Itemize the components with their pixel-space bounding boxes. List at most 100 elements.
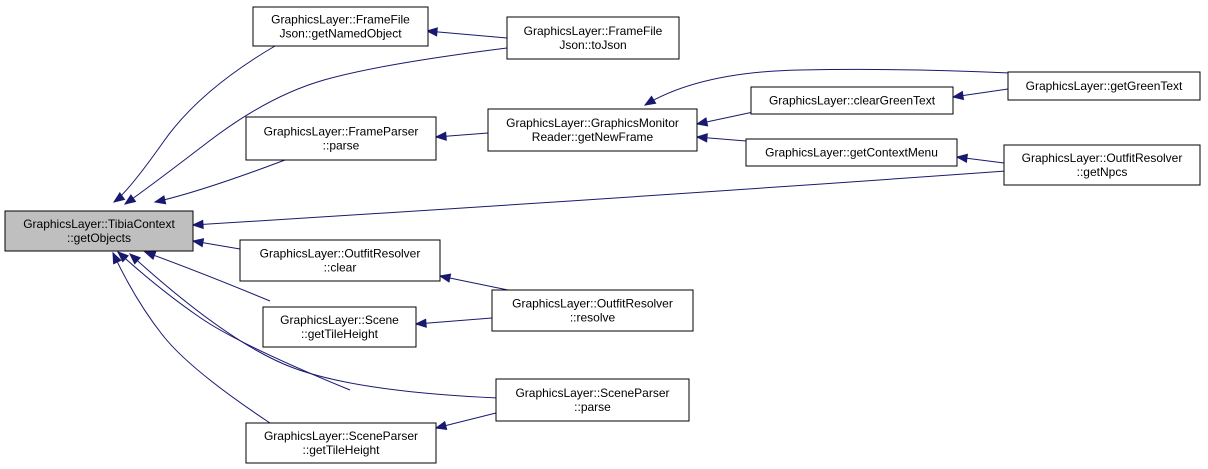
node-getContextMenu[interactable]: GraphicsLayer::getContextMenu: [745, 138, 958, 167]
node-box: [495, 378, 690, 422]
call-edge-outfitResolve-to-outfitClear: [438, 273, 509, 291]
node-sceneGetTileHeight[interactable]: GraphicsLayer::Scene::getTileHeight: [262, 306, 417, 348]
node-label-line: Reader::getNewFrame: [532, 130, 654, 144]
node-label-line: GraphicsLayer::FrameParser: [264, 125, 419, 139]
edge-line: [129, 253, 499, 399]
node-box: [745, 138, 958, 167]
node-box: [506, 16, 680, 60]
node-label-line: GraphicsLayer::OutfitResolver: [260, 247, 421, 261]
arrowhead-icon: [425, 27, 438, 37]
node-label-line: GraphicsLayer::OutfitResolver: [1022, 151, 1183, 165]
edge-line: [112, 252, 271, 424]
call-edge-getContextMenu-to-getNewFrame: [695, 133, 747, 143]
edge-line: [117, 251, 351, 391]
node-box: [262, 306, 417, 348]
node-box: [1003, 144, 1201, 186]
node-box: [252, 6, 429, 47]
arrowhead-icon: [951, 90, 965, 101]
node-getObjects[interactable]: GraphicsLayer::TibiaContext::getObjects: [4, 210, 194, 252]
arrowhead-icon: [191, 219, 204, 230]
edge-line: [439, 275, 509, 291]
call-edge-toJson-to-getObjects: [123, 47, 508, 205]
node-label-line: GraphicsLayer::getGreenText: [1026, 79, 1183, 93]
node-sceneParserParse[interactable]: GraphicsLayer::SceneParser::parse: [495, 378, 690, 422]
call-edge-frameParserParse-to-getObjects: [153, 159, 286, 205]
node-label-line: ::getTileHeight: [301, 327, 379, 341]
node-getNewFrame[interactable]: GraphicsLayer::GraphicsMonitorReader::ge…: [487, 108, 698, 152]
call-edge-getGreenText-to-getNewFrame: [643, 68, 1011, 106]
arrowhead-icon: [643, 95, 657, 106]
node-outfitResolve[interactable]: GraphicsLayer::OutfitResolver::resolve: [491, 289, 694, 332]
call-edge-clearGreenText-to-getNewFrame: [695, 110, 759, 127]
call-edge-getGreenText-to-clearGreenText: [951, 88, 1009, 101]
edge-line: [144, 251, 271, 302]
node-getNpcs[interactable]: GraphicsLayer::OutfitResolver::getNpcs: [1003, 144, 1201, 186]
call-edge-getNpcs-to-getContextMenu: [955, 153, 1005, 164]
arrowhead-icon: [112, 192, 126, 203]
edge-line: [192, 170, 1007, 226]
node-label-line: ::clear: [324, 261, 357, 275]
node-label-line: GraphicsLayer::getContextMenu: [765, 146, 938, 160]
node-box: [1007, 71, 1201, 101]
call-edge-outfitClear-to-getObjects: [191, 238, 241, 250]
node-box: [239, 239, 441, 282]
call-edge-sceneParserGetTileHeight-to-getObjects: [112, 251, 271, 424]
node-label-line: ::getNpcs: [1077, 165, 1128, 179]
arrowhead-icon: [414, 318, 427, 328]
node-label-line: ::resolve: [570, 311, 616, 325]
edge-line: [415, 317, 493, 325]
node-getGreenText[interactable]: GraphicsLayer::getGreenText: [1007, 71, 1201, 101]
node-label-line: GraphicsLayer::GraphicsMonitor: [506, 116, 679, 130]
arrowhead-icon: [112, 251, 122, 265]
node-frameParserParse[interactable]: GraphicsLayer::FrameParser::parse: [245, 116, 437, 161]
arrowhead-icon: [191, 238, 205, 248]
call-edge-sceneParserParse-to-getObjects: [129, 253, 499, 399]
arrowhead-icon: [123, 194, 137, 205]
node-sceneParserGetTileHeight[interactable]: GraphicsLayer::SceneParser::getTileHeigh…: [245, 422, 437, 464]
node-getNamedObject[interactable]: GraphicsLayer::FrameFileJson::getNamedOb…: [252, 6, 429, 47]
arrowhead-icon: [695, 133, 708, 143]
arrowhead-icon: [434, 131, 447, 141]
call-edge-getNpcs-to-getObjects: [191, 170, 1007, 230]
call-edge-outfitResolve-to-getObjects: [143, 251, 271, 302]
node-box: [245, 116, 437, 161]
node-label-line: GraphicsLayer::clearGreenText: [769, 94, 936, 108]
node-label-line: GraphicsLayer::Scene: [280, 313, 399, 327]
call-graph-nodes: GraphicsLayer::TibiaContext::getObjectsG…: [4, 6, 1201, 464]
node-outfitClear[interactable]: GraphicsLayer::OutfitResolver::clear: [239, 239, 441, 282]
call-edge-sceneGetTileHeight-to-getObjects: [117, 251, 351, 391]
call-edge-outfitResolve-to-sceneGetTileHeight: [414, 317, 493, 328]
arrowhead-icon: [117, 251, 129, 263]
node-label-line: Json::toJson: [559, 38, 626, 52]
node-label-line: ::parse: [323, 139, 360, 153]
node-label-line: GraphicsLayer::FrameFile: [271, 13, 410, 27]
node-label-line: ::getTileHeight: [303, 443, 381, 457]
node-label-line: ::getObjects: [67, 231, 131, 245]
edge-line: [124, 47, 508, 205]
arrowhead-icon: [434, 420, 448, 431]
call-edge-getNamedObject-to-getObjects: [112, 45, 276, 203]
arrowhead-icon: [153, 195, 167, 205]
call-graph-edges: [112, 27, 1011, 431]
node-clearGreenText[interactable]: GraphicsLayer::clearGreenText: [750, 86, 954, 115]
arrowhead-icon: [955, 153, 969, 164]
arrowhead-icon: [695, 117, 709, 127]
node-box: [491, 289, 694, 332]
edge-line: [154, 159, 286, 203]
node-label-line: GraphicsLayer::TibiaContext: [23, 217, 175, 231]
node-box: [750, 86, 954, 115]
edge-line: [113, 45, 276, 203]
call-edge-sceneParserParse-to-sceneParserGetTileHeight: [434, 411, 501, 431]
call-edge-toJson-to-getNamedObject: [425, 27, 508, 39]
arrowhead-icon: [438, 273, 452, 283]
node-box: [4, 210, 194, 252]
node-label-line: Json::getNamedObject: [279, 27, 402, 41]
node-box: [245, 422, 437, 464]
edge-line: [644, 68, 1011, 106]
call-edge-getNewFrame-to-frameParserParse: [434, 131, 489, 141]
node-label-line: GraphicsLayer::FrameFile: [524, 24, 663, 38]
arrowhead-icon: [129, 253, 141, 265]
node-label-line: GraphicsLayer::SceneParser: [264, 429, 418, 443]
